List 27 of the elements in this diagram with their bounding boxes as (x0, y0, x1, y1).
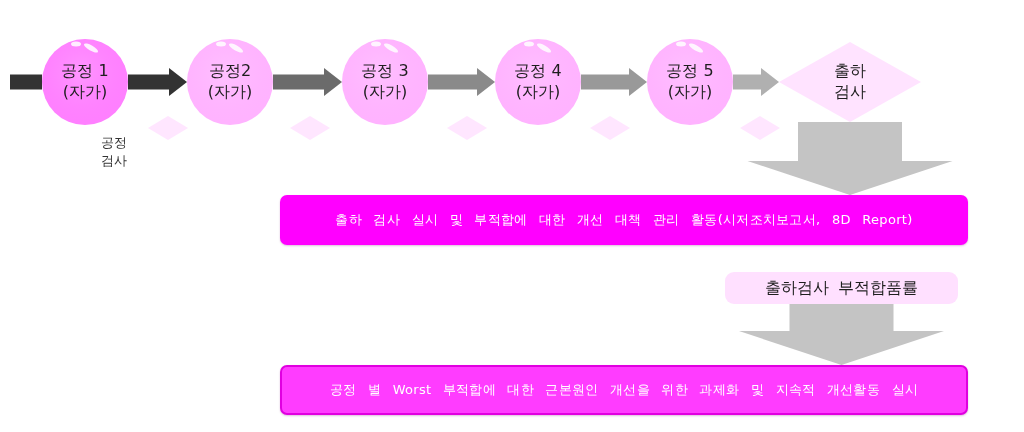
node-label: 공정2 (자가) (206, 61, 254, 103)
metric-tag (725, 272, 958, 304)
arrow (128, 68, 187, 96)
inspection-diamond (740, 116, 780, 140)
arrow (733, 68, 779, 96)
arrow (581, 68, 647, 96)
bar-text: 공정 별 Worst 부적합에 대한 근본원인 개선을 위한 과제화 및 지속적 개선활동 실시 (329, 381, 919, 399)
node-label: 공정 1 (자가) (60, 61, 110, 103)
node-label: 출하 검사 (833, 61, 867, 103)
node-label: 공정 5 (자가) (665, 61, 715, 103)
tag-text: 출하검사 부적합품률 (764, 277, 919, 299)
inspection-diamond (447, 116, 487, 140)
activity-bar (280, 365, 968, 415)
node-label: 공정 3 (자가) (360, 61, 410, 103)
inspection-diamond (590, 116, 630, 140)
inspection-diamond (779, 42, 921, 122)
arrow (273, 68, 342, 96)
inspection-diamond (148, 116, 188, 140)
step-label: 공정 검사 (100, 134, 128, 170)
activity-bar (280, 195, 968, 245)
inspection-diamond (290, 116, 330, 140)
node-label: 공정 4 (자가) (513, 61, 563, 103)
arrow (428, 68, 495, 96)
block-arrow (739, 304, 944, 365)
connector-line (10, 74, 42, 90)
bar-text: 출하 검사 실시 및 부적합에 대한 개선 대책 관리 활동(시저조치보고서, 8D Report) (335, 211, 913, 229)
block-arrow (747, 122, 953, 195)
